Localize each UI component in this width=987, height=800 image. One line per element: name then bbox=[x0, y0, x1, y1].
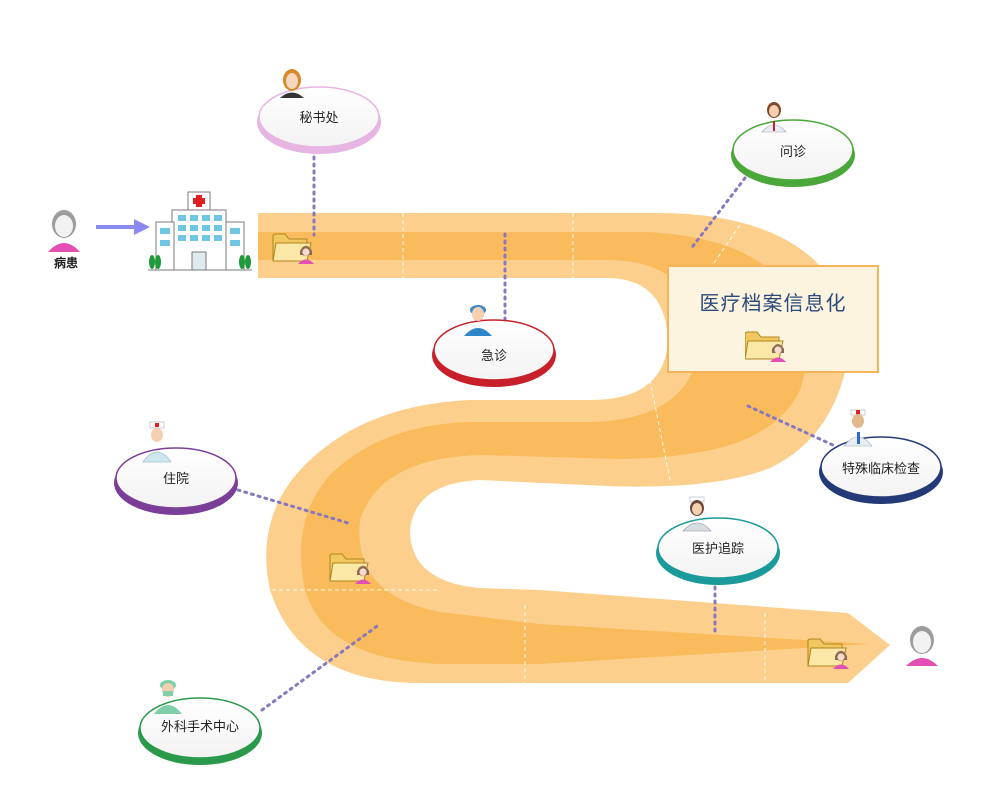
record-folder-icon bbox=[745, 331, 786, 362]
central-title: 医疗档案信息化 bbox=[699, 291, 847, 315]
patient-end-icon bbox=[906, 626, 938, 666]
surgeon-icon bbox=[154, 680, 182, 714]
node-label: 住院 bbox=[163, 472, 189, 487]
medic-icon bbox=[464, 305, 492, 336]
node-label: 外科手术中心 bbox=[161, 720, 239, 735]
node-label: 秘书处 bbox=[299, 111, 338, 126]
node-consultation[interactable]: 问诊 bbox=[731, 102, 855, 187]
female-staff-icon bbox=[280, 69, 304, 98]
hospital-icon bbox=[148, 191, 252, 271]
patient-icon bbox=[48, 210, 80, 252]
node-secretariat[interactable]: 秘书处 bbox=[257, 69, 381, 154]
nurse-icon bbox=[682, 496, 712, 532]
node-inpatient[interactable]: 住院 bbox=[114, 421, 238, 515]
node-label: 医护追踪 bbox=[692, 541, 744, 557]
patient-label: 病患 bbox=[53, 256, 78, 270]
doctor-icon bbox=[843, 409, 873, 447]
node-emergency[interactable]: 急诊 bbox=[432, 305, 556, 387]
doctor-icon bbox=[761, 102, 787, 133]
central-title-box: 医疗档案信息化 bbox=[667, 265, 879, 373]
node-surgery[interactable]: 外科手术中心 bbox=[138, 680, 262, 765]
node-follow-up[interactable]: 医护追踪 bbox=[656, 496, 780, 585]
node-label: 急诊 bbox=[481, 349, 507, 364]
admission-arrow bbox=[96, 219, 150, 235]
nurse-icon bbox=[142, 421, 172, 463]
node-label: 问诊 bbox=[780, 145, 806, 160]
connector-lines bbox=[236, 148, 837, 712]
node-special-exam[interactable]: 特殊临床检查 bbox=[819, 409, 943, 504]
node-label: 特殊临床检查 bbox=[842, 462, 920, 477]
